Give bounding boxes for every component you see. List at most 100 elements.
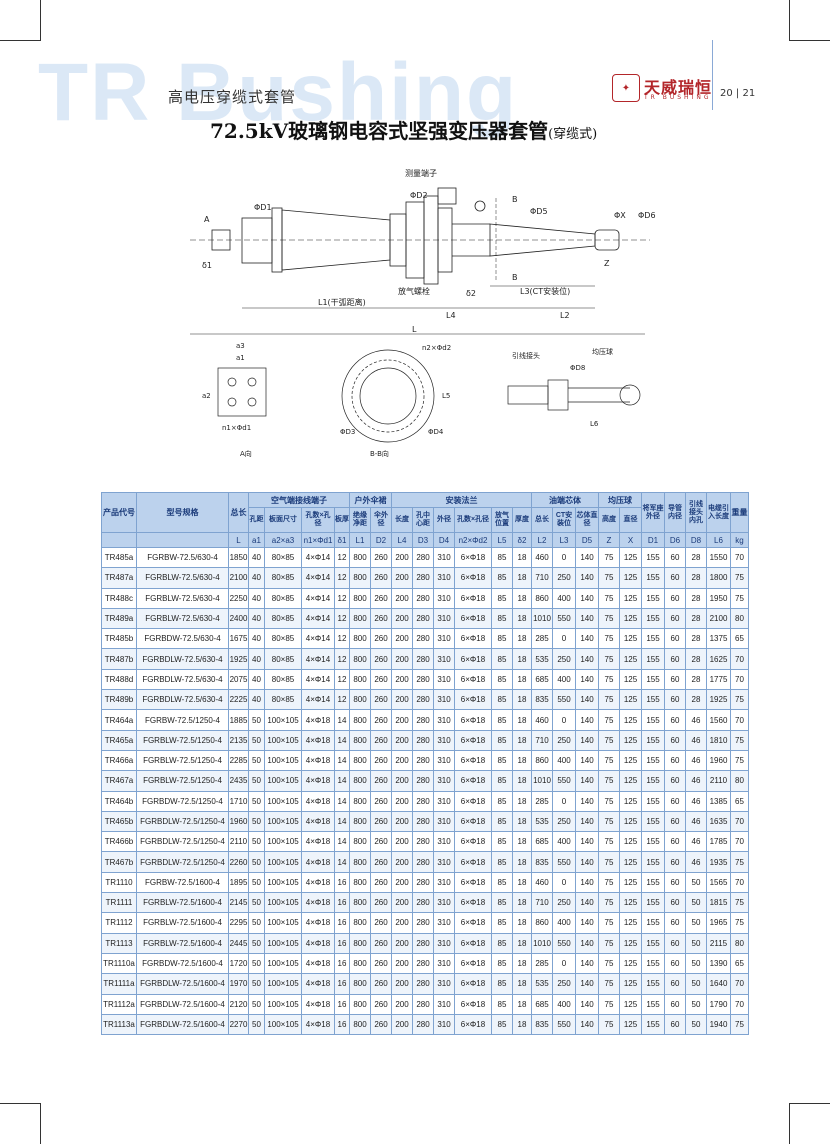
cell-product-code: TR1113	[101, 932, 137, 954]
header-lead-joint-hole: 引线接头内孔	[685, 492, 707, 533]
table-cell: 18	[512, 648, 532, 670]
subheader-11: 厚度	[512, 507, 532, 533]
table-cell: 80×85	[264, 546, 302, 569]
table-cell: 310	[433, 587, 455, 609]
table-cell: 400	[552, 668, 576, 691]
subheader-10: 放气位置	[491, 507, 513, 533]
brand-subtitle: TR BUSHING	[644, 94, 712, 101]
table-cell: 125	[619, 1013, 642, 1036]
watermark-text: TR Bushing	[38, 47, 519, 138]
table-cell: 310	[433, 749, 455, 772]
table-cell: 125	[619, 648, 642, 670]
table-cell: 1640	[706, 973, 731, 995]
cell-model: FGRBDLW-72.5/630-4	[136, 648, 229, 670]
code-header-11: L5	[491, 532, 513, 548]
cell-product-code: TR465a	[101, 729, 137, 751]
table-cell: 18	[512, 587, 532, 609]
table-cell: 710	[531, 729, 553, 751]
table-cell: 28	[685, 648, 707, 670]
header-sub-row: 孔距板面尺寸孔数×孔径板厚绝缘净距伞外径长度孔中心距外径孔数×孔径放气位置厚度总…	[102, 507, 749, 533]
table-cell: 16	[334, 973, 350, 995]
table-cell: 400	[552, 587, 576, 609]
label-b-top: B	[512, 195, 518, 204]
table-cell: 155	[641, 689, 665, 711]
table-cell: 40	[248, 648, 265, 670]
table-cell: 280	[412, 729, 434, 751]
table-cell: 60	[664, 993, 686, 1015]
table-cell: 2435	[228, 770, 249, 792]
cell-product-code: TR489b	[101, 689, 137, 711]
table-cell: 800	[349, 668, 371, 691]
subheader-14: 芯体直径	[575, 507, 599, 533]
label-d6: ΦD6	[638, 211, 656, 220]
table-cell: 260	[370, 851, 392, 873]
table-cell: 85	[491, 668, 513, 691]
code-header-15: D5	[575, 532, 599, 548]
table-cell: 125	[619, 810, 642, 833]
table-cell: 60	[664, 709, 686, 731]
table-cell: 46	[685, 810, 707, 833]
table-cell: 155	[641, 831, 665, 853]
table-cell: 155	[641, 932, 665, 954]
table-cell: 2270	[228, 1013, 249, 1036]
table-cell: 280	[412, 668, 434, 691]
table-cell: 155	[641, 851, 665, 873]
table-cell: 16	[334, 912, 350, 934]
table-cell: 6×Φ18	[454, 729, 492, 751]
table-cell: 250	[552, 567, 576, 589]
table-cell: 46	[685, 749, 707, 772]
table-cell: 200	[391, 871, 413, 894]
spec-table: 产品代号 型号规格 总长 空气端接线端子 户外伞裙 安装法兰 油端芯体 均压球 …	[101, 492, 749, 1036]
table-cell: 46	[685, 831, 707, 853]
table-cell: 14	[334, 851, 350, 873]
table-cell: 140	[575, 567, 599, 589]
table-cell: 125	[619, 871, 642, 894]
table-cell: 125	[619, 912, 642, 934]
table-cell: 310	[433, 810, 455, 833]
table-cell: 4×Φ18	[301, 851, 335, 873]
table-cell: 260	[370, 628, 392, 650]
table-cell: 4×Φ18	[301, 892, 335, 914]
table-cell: 155	[641, 871, 665, 894]
label-d2: ΦD2	[410, 191, 428, 200]
table-cell: 75	[598, 851, 620, 873]
table-cell: 6×Φ18	[454, 587, 492, 609]
table-cell: 260	[370, 749, 392, 772]
table-cell: 140	[575, 993, 599, 1015]
table-cell: 50	[685, 932, 707, 954]
table-cell: 4×Φ18	[301, 770, 335, 792]
table-cell: 75	[598, 973, 620, 995]
table-cell: 125	[619, 709, 642, 731]
table-cell: 260	[370, 973, 392, 995]
table-cell: 1775	[706, 668, 731, 691]
table-cell: 310	[433, 628, 455, 650]
header-equalizing-ball: 均压球	[598, 492, 642, 508]
crop-mark-top-left	[0, 0, 41, 41]
table-cell: 1800	[706, 567, 731, 589]
table-cell: 6×Φ18	[454, 689, 492, 711]
table-cell: 125	[619, 932, 642, 954]
cell-product-code: TR466a	[101, 749, 137, 772]
table-cell: 50	[248, 810, 265, 833]
spec-table-container: 产品代号 型号规格 总长 空气端接线端子 户外伞裙 安装法兰 油端芯体 均压球 …	[101, 492, 749, 1036]
table-cell: 4×Φ18	[301, 932, 335, 954]
table-cell: 28	[685, 587, 707, 609]
table-cell: 18	[512, 567, 532, 589]
table-cell: 16	[334, 871, 350, 894]
table-cell: 6×Φ18	[454, 912, 492, 934]
table-cell: 155	[641, 973, 665, 995]
table-cell: 280	[412, 1013, 434, 1036]
table-cell: 155	[641, 892, 665, 914]
table-cell: 310	[433, 993, 455, 1015]
table-cell: 46	[685, 729, 707, 751]
cell-model: FGRBDLW-72.5/1250-4	[136, 810, 229, 833]
table-cell: 28	[685, 607, 707, 630]
table-cell: 50	[685, 871, 707, 894]
table-cell: 85	[491, 973, 513, 995]
table-cell: 75	[598, 587, 620, 609]
table-cell: 260	[370, 607, 392, 630]
